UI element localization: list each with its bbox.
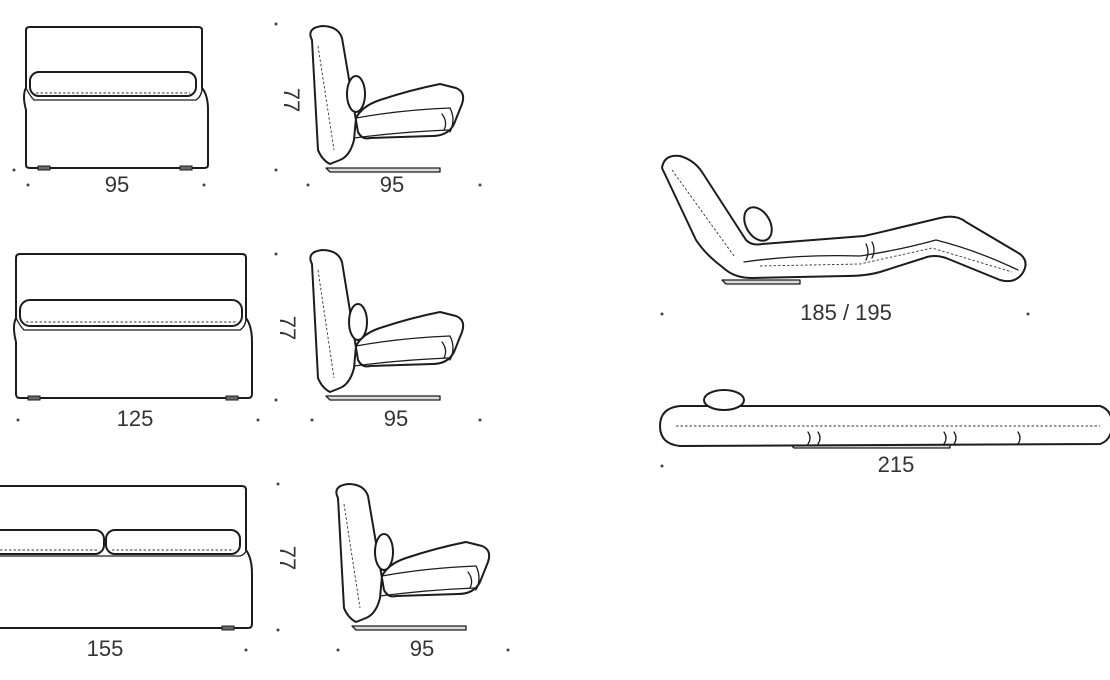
side-view-armchair-95 — [309, 25, 465, 173]
dimension-marker-dots — [12, 22, 1030, 652]
dimension-label-width: 155 — [87, 636, 124, 661]
dimension-label-height: 77 — [275, 316, 300, 340]
side-view-flat-bed — [659, 389, 1110, 449]
dimension-label-depth: 95 — [384, 406, 408, 431]
dimension-label-height: 77 — [275, 546, 300, 570]
dimension-label-width: 95 — [105, 172, 129, 197]
dimension-label-depth: 95 — [410, 636, 434, 661]
side-view-sofa-125 — [309, 249, 465, 401]
dimension-label-length: 185 / 195 — [800, 300, 892, 325]
side-view-sofa-155 — [335, 483, 491, 631]
front-view-sofa-125 — [13, 253, 253, 401]
front-view-armchair-95 — [23, 26, 209, 171]
dimension-label-width: 125 — [117, 406, 154, 431]
dimension-label-height: 77 — [279, 88, 304, 112]
front-view-sofa-155 — [0, 485, 253, 631]
dimension-label-length: 215 — [878, 452, 915, 477]
dimension-label-depth: 95 — [380, 172, 404, 197]
side-view-recliner — [661, 154, 1027, 285]
